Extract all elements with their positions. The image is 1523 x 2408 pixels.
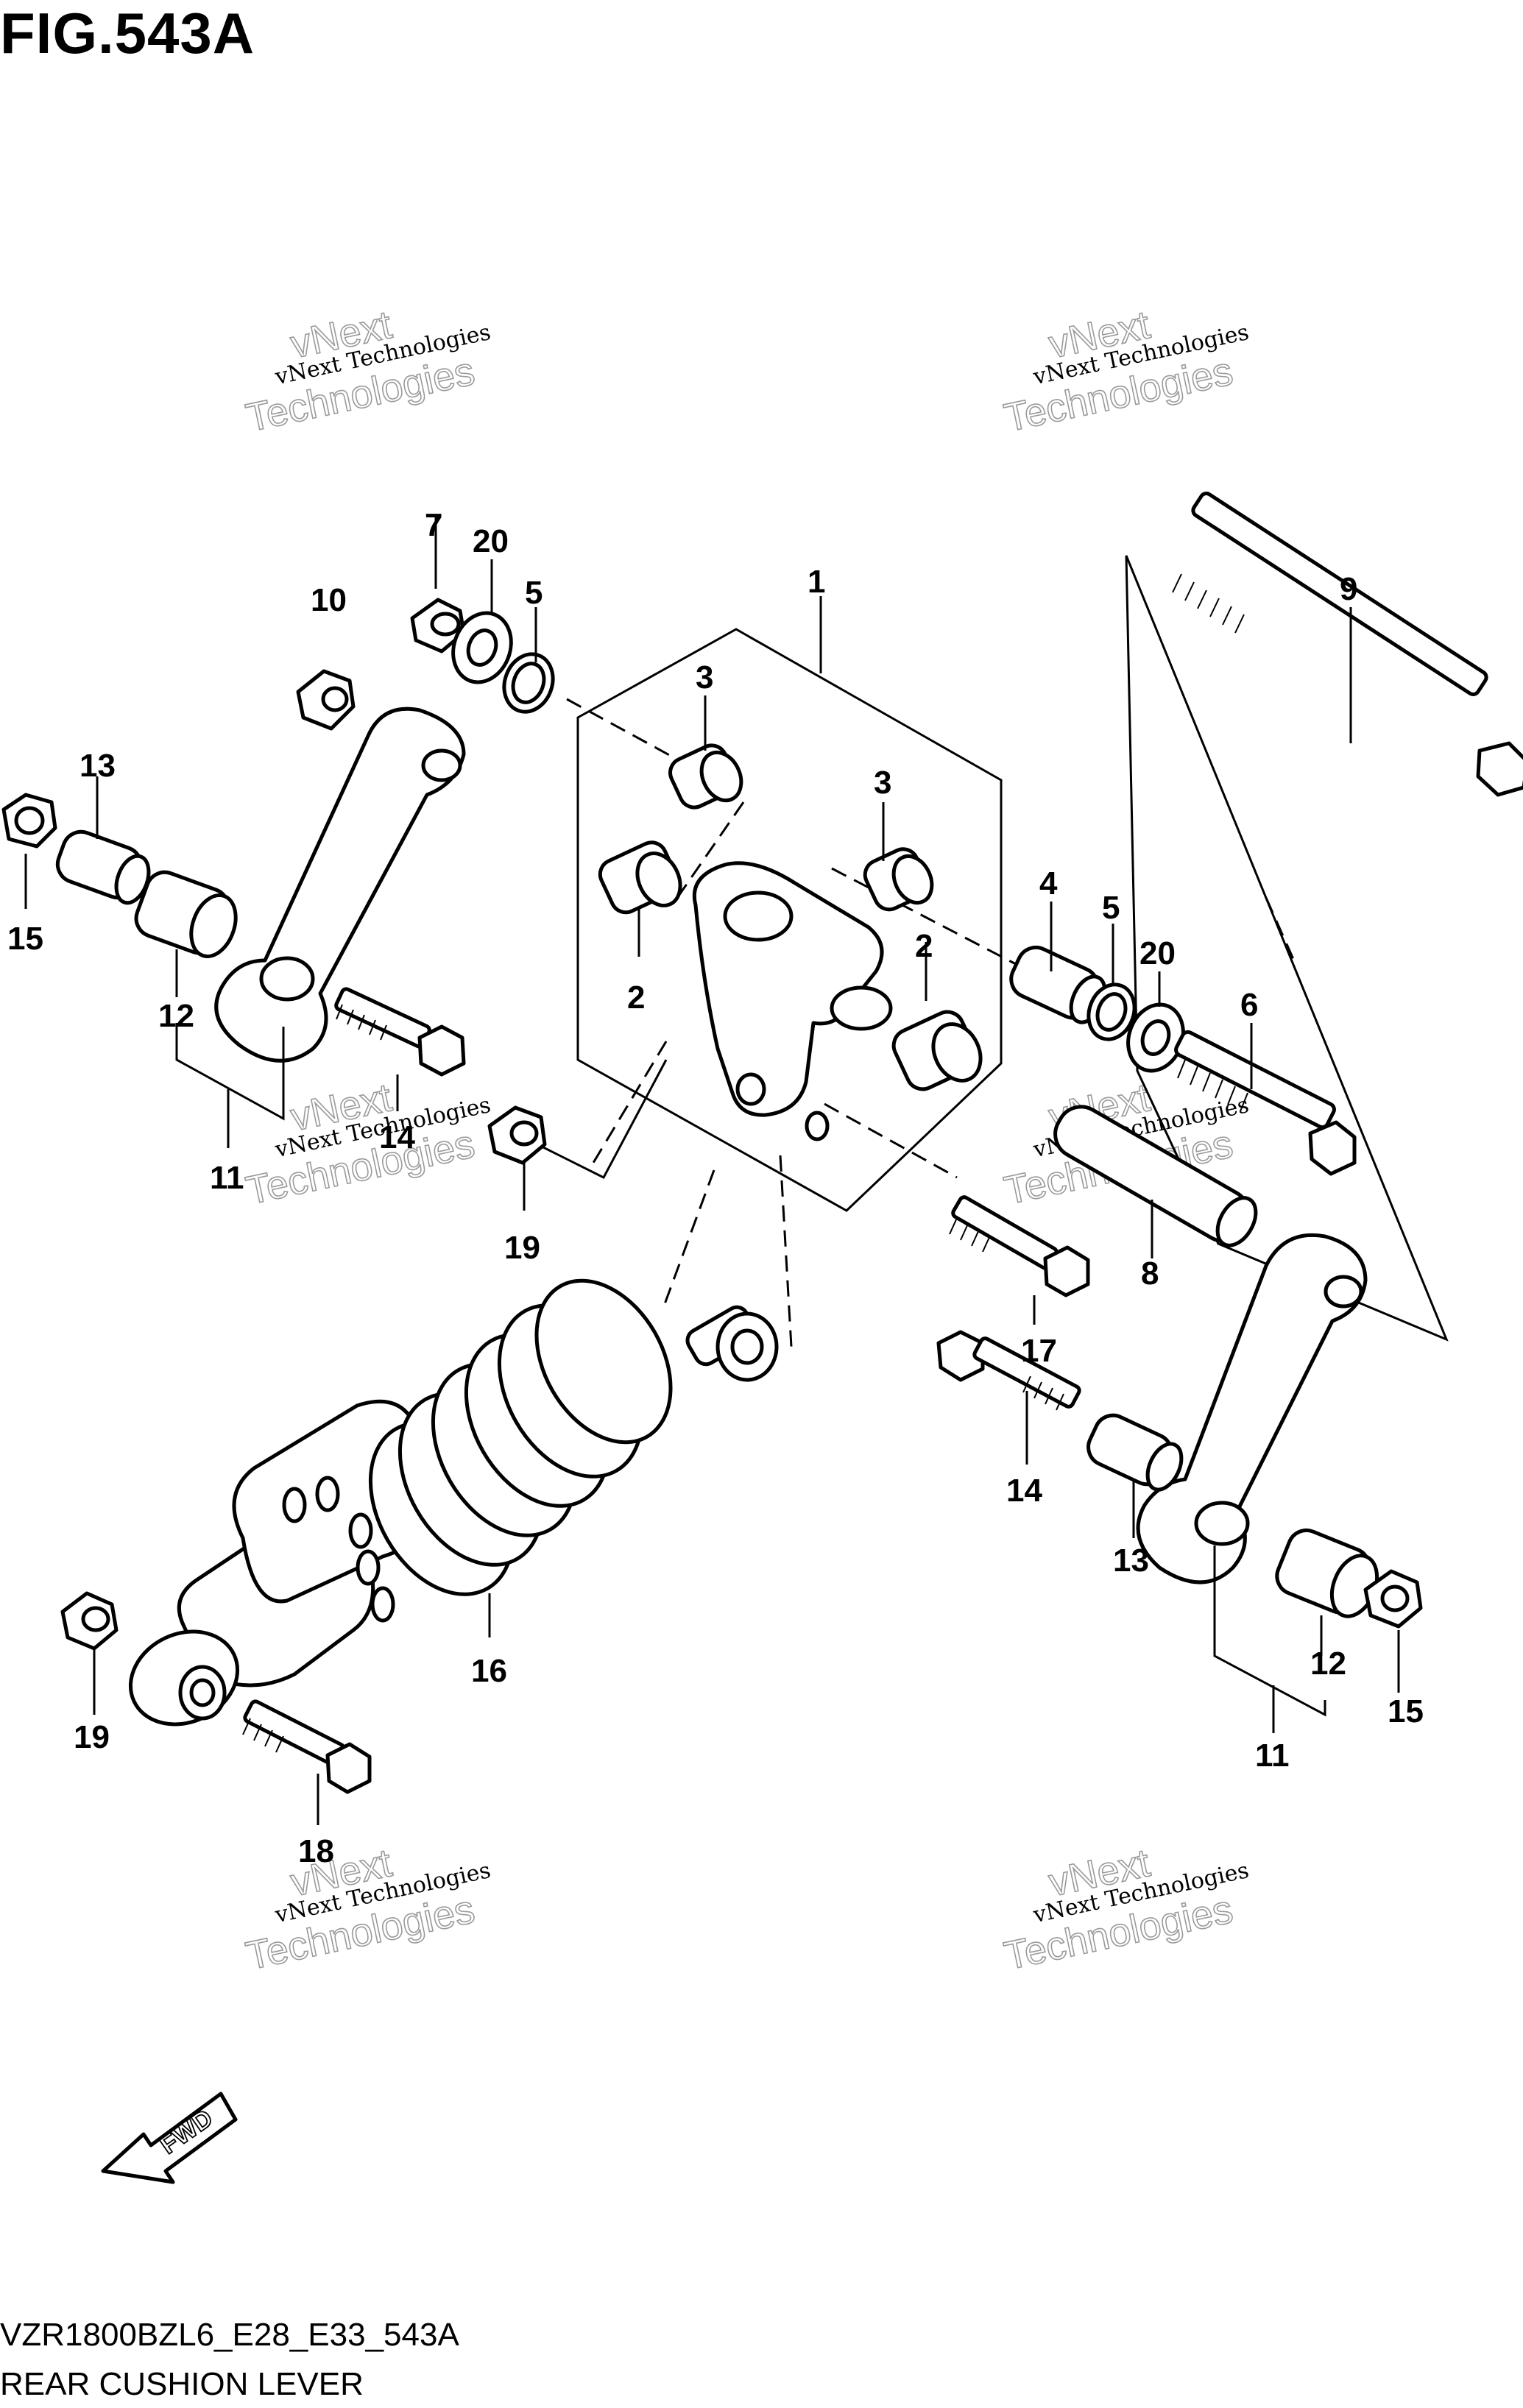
collar-part-13-left (55, 829, 151, 905)
bolt-part-14-right (936, 1330, 1081, 1411)
nut-part-19-mid (487, 1105, 547, 1165)
adjuster-holes (282, 1476, 395, 1623)
cushion-lever-part-1 (692, 861, 893, 1141)
callout-1: 1 (808, 564, 825, 600)
callout-5-right: 5 (1102, 890, 1120, 926)
callout-7: 7 (425, 507, 442, 543)
watermark-top-right: vNext Technologies vNext Technologies (1000, 302, 1251, 441)
bearing-part-2-left (598, 840, 682, 915)
leader-lines (24, 515, 1400, 1825)
callout-12-left: 12 (158, 998, 194, 1034)
bearing-part-2-right (891, 1010, 983, 1091)
assembly-outline-9 (1125, 555, 1449, 1342)
shock-absorber-part-16 (128, 1278, 779, 1727)
watermark-bottom-right: vNext Technologies vNext Technologies (1000, 1840, 1251, 1979)
nut-part-10 (296, 669, 356, 731)
bearing-part-12-left (134, 870, 238, 959)
callout-3-left: 3 (696, 659, 713, 695)
bearing-part-12-right (1275, 1528, 1379, 1618)
callout-18: 18 (298, 1833, 334, 1869)
collar-part-13-right (1086, 1413, 1184, 1492)
callout-8: 8 (1141, 1256, 1159, 1292)
bearing-part-3-left (668, 743, 743, 810)
diagram-name: REAR CUSHION LEVER (0, 2366, 364, 2402)
bearing-part-3-right (863, 847, 934, 912)
callout-labels: 1 2 2 3 3 4 5 5 6 7 8 9 10 11 11 12 12 1… (7, 507, 1424, 1869)
callout-12-right: 12 (1310, 1646, 1346, 1682)
seal-part-5-right (1086, 982, 1137, 1041)
nut-part-19-bottom (60, 1591, 119, 1651)
callout-14-right: 14 (1006, 1473, 1042, 1509)
collar-part-8 (1053, 1105, 1258, 1247)
callout-2-left: 2 (627, 980, 645, 1016)
callout-16: 16 (471, 1653, 507, 1689)
washer-part-20-top (451, 611, 513, 684)
seal-part-5-top (502, 652, 555, 714)
callout-5-top: 5 (525, 575, 543, 611)
callout-19-bottom: 19 (74, 1719, 110, 1755)
bolt-part-17 (949, 1195, 1090, 1297)
callout-3-right: 3 (874, 765, 891, 801)
bolt-part-9 (1172, 492, 1523, 797)
bolt-part-6 (1174, 1030, 1357, 1176)
nut-part-15-right (1363, 1569, 1423, 1629)
callout-20-top: 20 (473, 523, 509, 559)
callout-13-right: 13 (1113, 1543, 1149, 1579)
callout-15-left: 15 (7, 921, 43, 957)
bolt-part-14-left (334, 987, 466, 1077)
tie-rod-part-11-left (214, 707, 466, 1063)
watermark-bottom-left: vNext Technologies vNext Technologies (241, 1840, 492, 1979)
shock-spring (368, 1278, 673, 1596)
callout-20-right: 20 (1139, 935, 1176, 971)
callout-14-left: 14 (379, 1119, 415, 1155)
fwd-arrow-icon: FWD (101, 2092, 238, 2184)
callout-15-right: 15 (1388, 1693, 1424, 1729)
tie-rod-part-11-right (1136, 1233, 1368, 1584)
washer-part-20-right (1126, 1002, 1185, 1073)
watermark-mid-left: vNext Technologies vNext Technologies (241, 1074, 492, 1214)
callout-6: 6 (1240, 987, 1258, 1023)
callout-19-mid: 19 (504, 1230, 540, 1266)
callout-2-right: 2 (915, 928, 933, 964)
callout-11-left: 11 (210, 1160, 244, 1196)
diagram-code: VZR1800BZL6_E28_E33_543A (0, 2317, 459, 2353)
callout-10: 10 (311, 582, 347, 618)
figure-title: FIG.543A (0, 1, 255, 65)
watermark-top-left: vNext Technologies vNext Technologies (241, 302, 492, 441)
callout-11-right: 11 (1255, 1738, 1290, 1774)
assembly-outline-1 (576, 628, 1003, 1212)
nut-part-15-left (1, 793, 57, 849)
callout-9: 9 (1340, 571, 1357, 607)
callout-4: 4 (1039, 865, 1058, 902)
callout-13-left: 13 (79, 748, 116, 784)
callout-17: 17 (1021, 1333, 1057, 1369)
bolt-part-18 (242, 1699, 372, 1794)
